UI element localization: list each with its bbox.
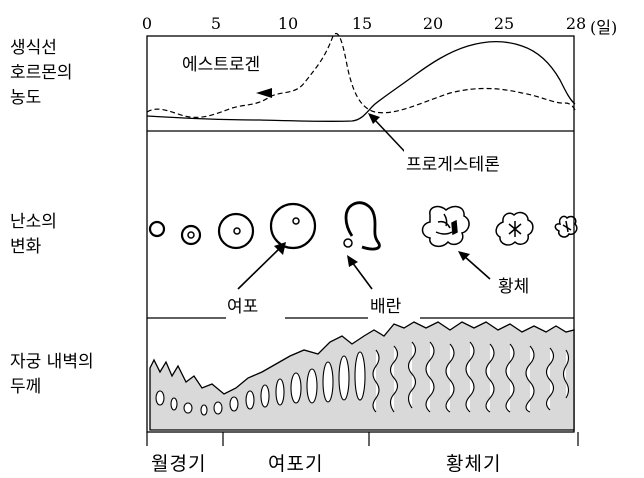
corpus-luteum-2 <box>495 211 534 246</box>
hormone-row-label-line-1: 생식선 <box>10 38 57 58</box>
follicle-arrow <box>237 247 281 290</box>
follicle-3 <box>217 212 255 250</box>
ovulation-label: 배란 <box>368 292 404 317</box>
x-axis-unit: (일) <box>590 18 618 37</box>
ovary-row-label: 난소의 변화 <box>10 210 57 260</box>
hormone-row-label-line-2: 호르몬의 <box>10 63 73 83</box>
hormone-row-label-line-3: 농도 <box>10 88 42 108</box>
follicle-4-oocyte <box>292 217 300 225</box>
x-tick-5: 5 <box>210 14 222 33</box>
hormone-row-label: 생식선 호르몬의 농도 <box>10 36 73 111</box>
follicle-1 <box>148 220 166 238</box>
follicle-4 <box>269 202 317 250</box>
estrogen-label: 에스트로겐 <box>182 55 261 75</box>
progesterone-arrow-head-icon <box>368 113 380 124</box>
luteal-phase-label: 황체기 <box>446 453 502 475</box>
follicle-2 <box>180 224 202 246</box>
follicle-2-oocyte <box>187 231 195 239</box>
ovulation-arrow <box>351 261 373 290</box>
corpus-luteum-1-folds <box>435 213 453 235</box>
phase-ticks <box>146 432 579 446</box>
progesterone-arrow <box>373 118 408 155</box>
corpus-luteum-1 <box>421 205 470 248</box>
x-tick-10: 10 <box>277 14 299 33</box>
x-tick-0: 0 <box>141 14 153 33</box>
corpus-luteum-3-folds <box>562 220 572 233</box>
uterus-row-label-line-2: 두께 <box>10 377 42 397</box>
follicle-label: 여포 <box>225 292 261 317</box>
corpus-luteum-arrow <box>463 255 491 280</box>
follicular-phase-label: 여포기 <box>268 453 324 475</box>
ovary-row-label-line-2: 변화 <box>10 237 42 257</box>
x-tick-28: 28 <box>565 14 587 33</box>
x-tick-20: 20 <box>422 14 444 33</box>
ovulating-follicle <box>344 201 381 251</box>
progesterone-curve <box>146 40 576 123</box>
corpus-luteum-3 <box>554 215 578 238</box>
menstrual-phase-label: 월경기 <box>151 453 207 475</box>
uterus-row-label: 자궁 내벽의 두께 <box>10 350 94 400</box>
follicle-3-oocyte <box>233 227 241 235</box>
corpus-luteum-arrow-head-icon <box>458 251 470 261</box>
estrogen-marker-icon <box>256 88 272 98</box>
follicle-series <box>148 202 317 250</box>
released-oocyte <box>343 238 353 248</box>
follicle-arrow-head-icon <box>274 242 286 255</box>
ovary-row-label-line-1: 난소의 <box>10 212 57 232</box>
endometrial-glands <box>155 341 570 416</box>
uterus-row-label-line-1: 자궁 내벽의 <box>10 352 94 372</box>
corpus-luteum-label: 황체 <box>496 272 532 297</box>
progesterone-label: 프로게스테론 <box>404 150 502 175</box>
corpus-luteum-series <box>421 205 578 248</box>
ovulation-arrow-head-icon <box>347 255 358 267</box>
x-tick-15: 15 <box>351 14 373 33</box>
corpus-luteum-1-core <box>451 219 458 236</box>
x-tick-25: 25 <box>493 14 515 33</box>
estrogen-curve <box>146 32 576 118</box>
corpus-luteum-2-star <box>508 221 522 237</box>
